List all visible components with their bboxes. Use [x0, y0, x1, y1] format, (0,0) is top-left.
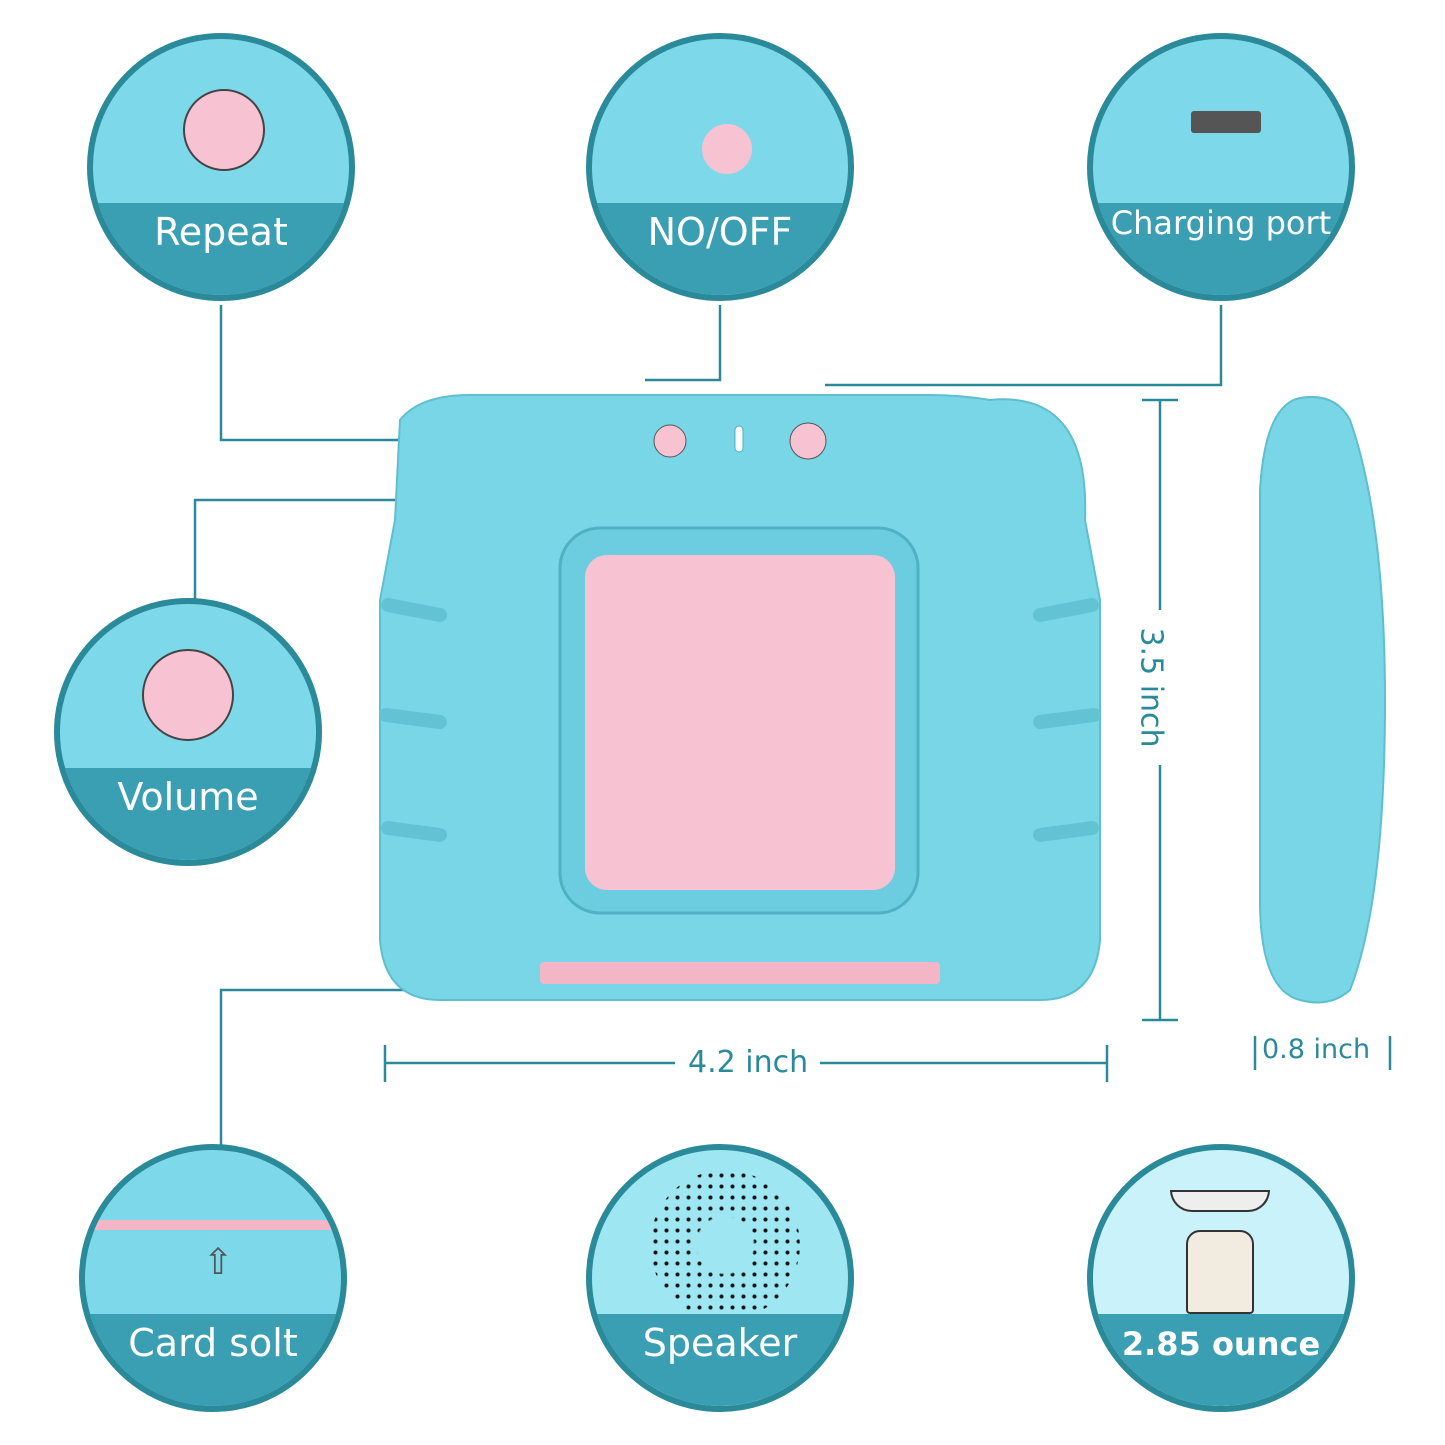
charging-label: Charging port — [1093, 203, 1349, 295]
power-label: NO/OFF — [592, 203, 848, 295]
card-slot — [540, 962, 940, 984]
arrow-up-icon: ⇧ — [203, 1242, 234, 1283]
side-view — [1259, 396, 1387, 1004]
card-slot-label: Card solt — [85, 1314, 341, 1406]
power-switch-icon — [702, 124, 752, 174]
usb-port-icon — [1191, 111, 1261, 133]
speaker-grille-icon — [650, 1170, 800, 1320]
speaker-label: Speaker — [592, 1314, 848, 1406]
width-dimension: 4.2 inch — [682, 1045, 815, 1080]
repeat-label: Repeat — [93, 203, 349, 295]
volume-button-icon — [142, 649, 234, 741]
repeat-callout: Repeat — [87, 33, 355, 301]
volume-callout: Volume — [54, 598, 322, 866]
body-ridges — [379, 598, 1101, 842]
screen — [585, 555, 895, 890]
repeat-button-icon — [183, 89, 265, 171]
weight-callout: 2.85 ounce — [1087, 1144, 1355, 1412]
card-slot-callout: ⇧ Card solt — [79, 1144, 347, 1412]
volume-label: Volume — [60, 768, 316, 860]
speaker-callout: Speaker — [586, 1144, 854, 1412]
weight-label: 2.85 ounce — [1093, 1314, 1349, 1406]
volume-button — [789, 422, 827, 460]
height-dimension: 3.5 inch — [1133, 621, 1169, 754]
repeat-button — [653, 424, 687, 458]
card-leader — [219, 988, 740, 1145]
power-callout: NO/OFF — [586, 33, 854, 301]
dimension-lines — [383, 398, 1392, 1082]
indicator-light — [734, 425, 744, 453]
charging-leader — [825, 305, 1223, 387]
scale-icon — [1170, 1190, 1270, 1314]
power-leader — [645, 305, 722, 382]
depth-dimension: 0.8 inch — [1260, 1034, 1373, 1065]
card-slot-icon — [85, 1220, 341, 1230]
charging-callout: Charging port — [1087, 33, 1355, 301]
